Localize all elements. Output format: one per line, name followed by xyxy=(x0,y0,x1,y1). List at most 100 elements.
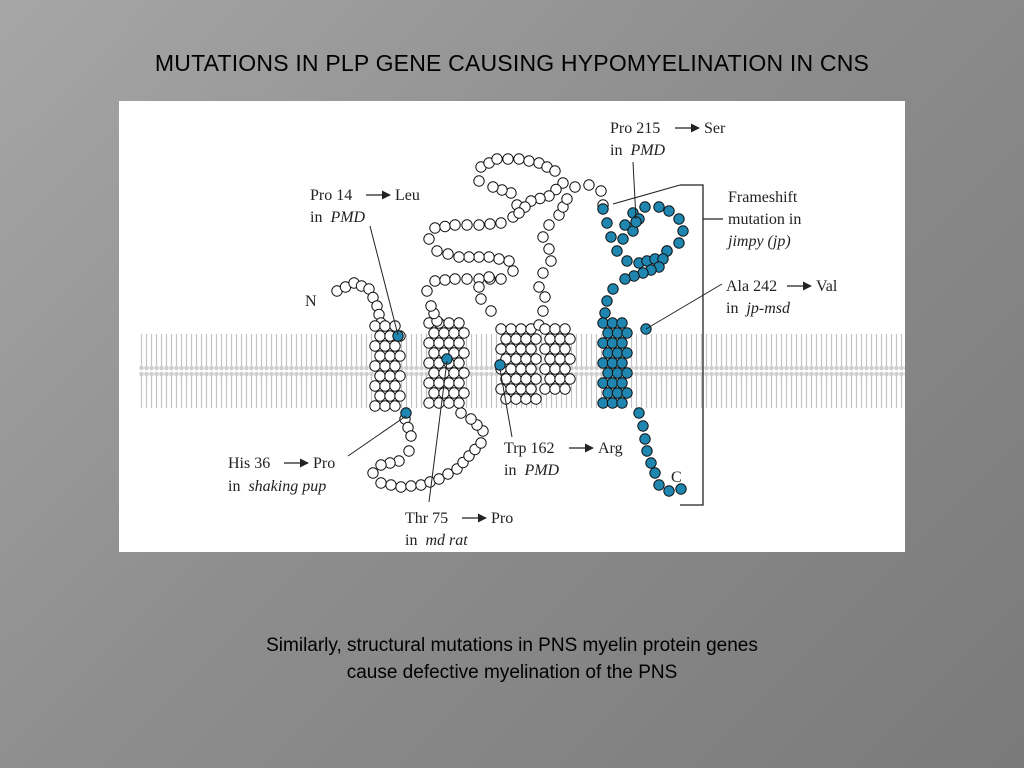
mutant-residue xyxy=(611,347,624,359)
ala242-pointer-line xyxy=(645,283,723,330)
residue xyxy=(389,340,401,352)
residue xyxy=(453,357,465,369)
residue xyxy=(423,337,435,349)
residue xyxy=(369,380,381,392)
residue xyxy=(510,393,522,405)
mutant-residue xyxy=(619,219,631,231)
mutant-residue xyxy=(641,445,653,457)
residue xyxy=(379,320,391,332)
residue xyxy=(487,181,499,193)
residue xyxy=(564,333,576,345)
residue xyxy=(403,445,415,457)
pro14-residue: Pro 14 xyxy=(310,187,352,204)
residue xyxy=(384,370,396,382)
mutant-residue xyxy=(653,479,665,491)
residue xyxy=(438,367,450,379)
residue xyxy=(389,360,401,372)
trp162-label: Trp 162 Arg in PMD xyxy=(504,440,623,479)
residue xyxy=(537,267,549,279)
thr75-in: in xyxy=(405,532,421,549)
residue xyxy=(385,479,397,491)
mutant-residue xyxy=(597,377,609,389)
residue xyxy=(525,383,537,395)
svg-text:Ala 242: Ala 242 xyxy=(726,278,777,295)
residue xyxy=(493,253,505,265)
trp162-in: in xyxy=(504,462,520,479)
mutant-residue xyxy=(616,377,628,389)
residue xyxy=(533,281,545,293)
mutant-residue xyxy=(601,295,613,307)
residue xyxy=(505,363,517,375)
thr75-disease: md rat xyxy=(425,532,468,549)
residue xyxy=(495,273,507,285)
residue xyxy=(438,387,450,399)
residue xyxy=(453,317,465,329)
svg-text:Trp 162: Trp 162 xyxy=(504,440,555,457)
residue xyxy=(423,233,435,245)
mutant-residue xyxy=(649,467,661,479)
pro14-target: Leu xyxy=(395,187,420,204)
residue xyxy=(374,350,386,362)
residue xyxy=(429,275,441,287)
residue xyxy=(544,353,556,365)
residue xyxy=(428,347,440,359)
mutant-residue xyxy=(621,327,633,339)
residue xyxy=(539,323,551,335)
his36-residue: His 36 xyxy=(228,455,270,472)
residue xyxy=(405,480,417,492)
n-terminus-label: N xyxy=(305,293,317,310)
mutant-residue xyxy=(621,387,633,399)
mutant-residue xyxy=(606,317,619,329)
residue xyxy=(431,245,443,257)
residue xyxy=(505,343,517,355)
frameshift-line2: mutation in xyxy=(728,211,801,228)
residue xyxy=(545,255,557,267)
mutant-residue xyxy=(663,485,675,497)
residue xyxy=(458,387,470,399)
residue xyxy=(503,255,515,267)
residue xyxy=(495,323,507,335)
residue xyxy=(389,400,401,412)
residue xyxy=(369,400,381,412)
svg-text:Pro 215: Pro 215 xyxy=(610,120,660,137)
ala242-target: Val xyxy=(816,278,838,295)
caption-line-2: cause defective myelination of the PNS xyxy=(346,662,678,683)
his36-pointer-line xyxy=(347,415,407,457)
residue xyxy=(537,305,549,317)
residue xyxy=(367,467,379,479)
residue xyxy=(502,153,514,165)
frameshift-bracket xyxy=(680,184,704,506)
residue xyxy=(557,177,569,189)
residue xyxy=(530,373,542,385)
residue xyxy=(564,353,576,365)
trp162-residue: Trp 162 xyxy=(504,440,555,457)
residue xyxy=(458,367,470,379)
residue xyxy=(513,207,525,219)
svg-text:in jp-msd: in jp-msd xyxy=(726,300,791,317)
residue xyxy=(569,181,581,193)
slide-caption: Similarly, structural mutations in PNS m… xyxy=(0,632,1024,686)
mutant-residue xyxy=(617,233,629,245)
residue xyxy=(394,370,406,382)
residue xyxy=(425,300,437,312)
frameshift-bracket-top-link xyxy=(612,184,681,205)
residue xyxy=(544,333,556,345)
residue xyxy=(510,353,522,365)
residue-his36 xyxy=(400,407,412,419)
mutant-residue xyxy=(621,367,633,379)
residue xyxy=(491,153,503,165)
residue xyxy=(507,265,519,277)
residue xyxy=(549,323,561,335)
mutant-residue xyxy=(611,245,623,257)
mutant-residue xyxy=(675,483,687,495)
trp162-pointer-line xyxy=(499,368,513,438)
mutant-residue xyxy=(673,237,685,249)
residue-trp162 xyxy=(494,359,506,371)
residue xyxy=(549,363,561,375)
trp162-disease: PMD xyxy=(523,462,559,479)
caption-line-1: Similarly, structural mutations in PNS m… xyxy=(266,635,758,656)
mutant-residue xyxy=(611,367,624,379)
mutant-residue xyxy=(602,367,614,379)
mutant-residue xyxy=(645,457,657,469)
residue xyxy=(515,383,527,395)
